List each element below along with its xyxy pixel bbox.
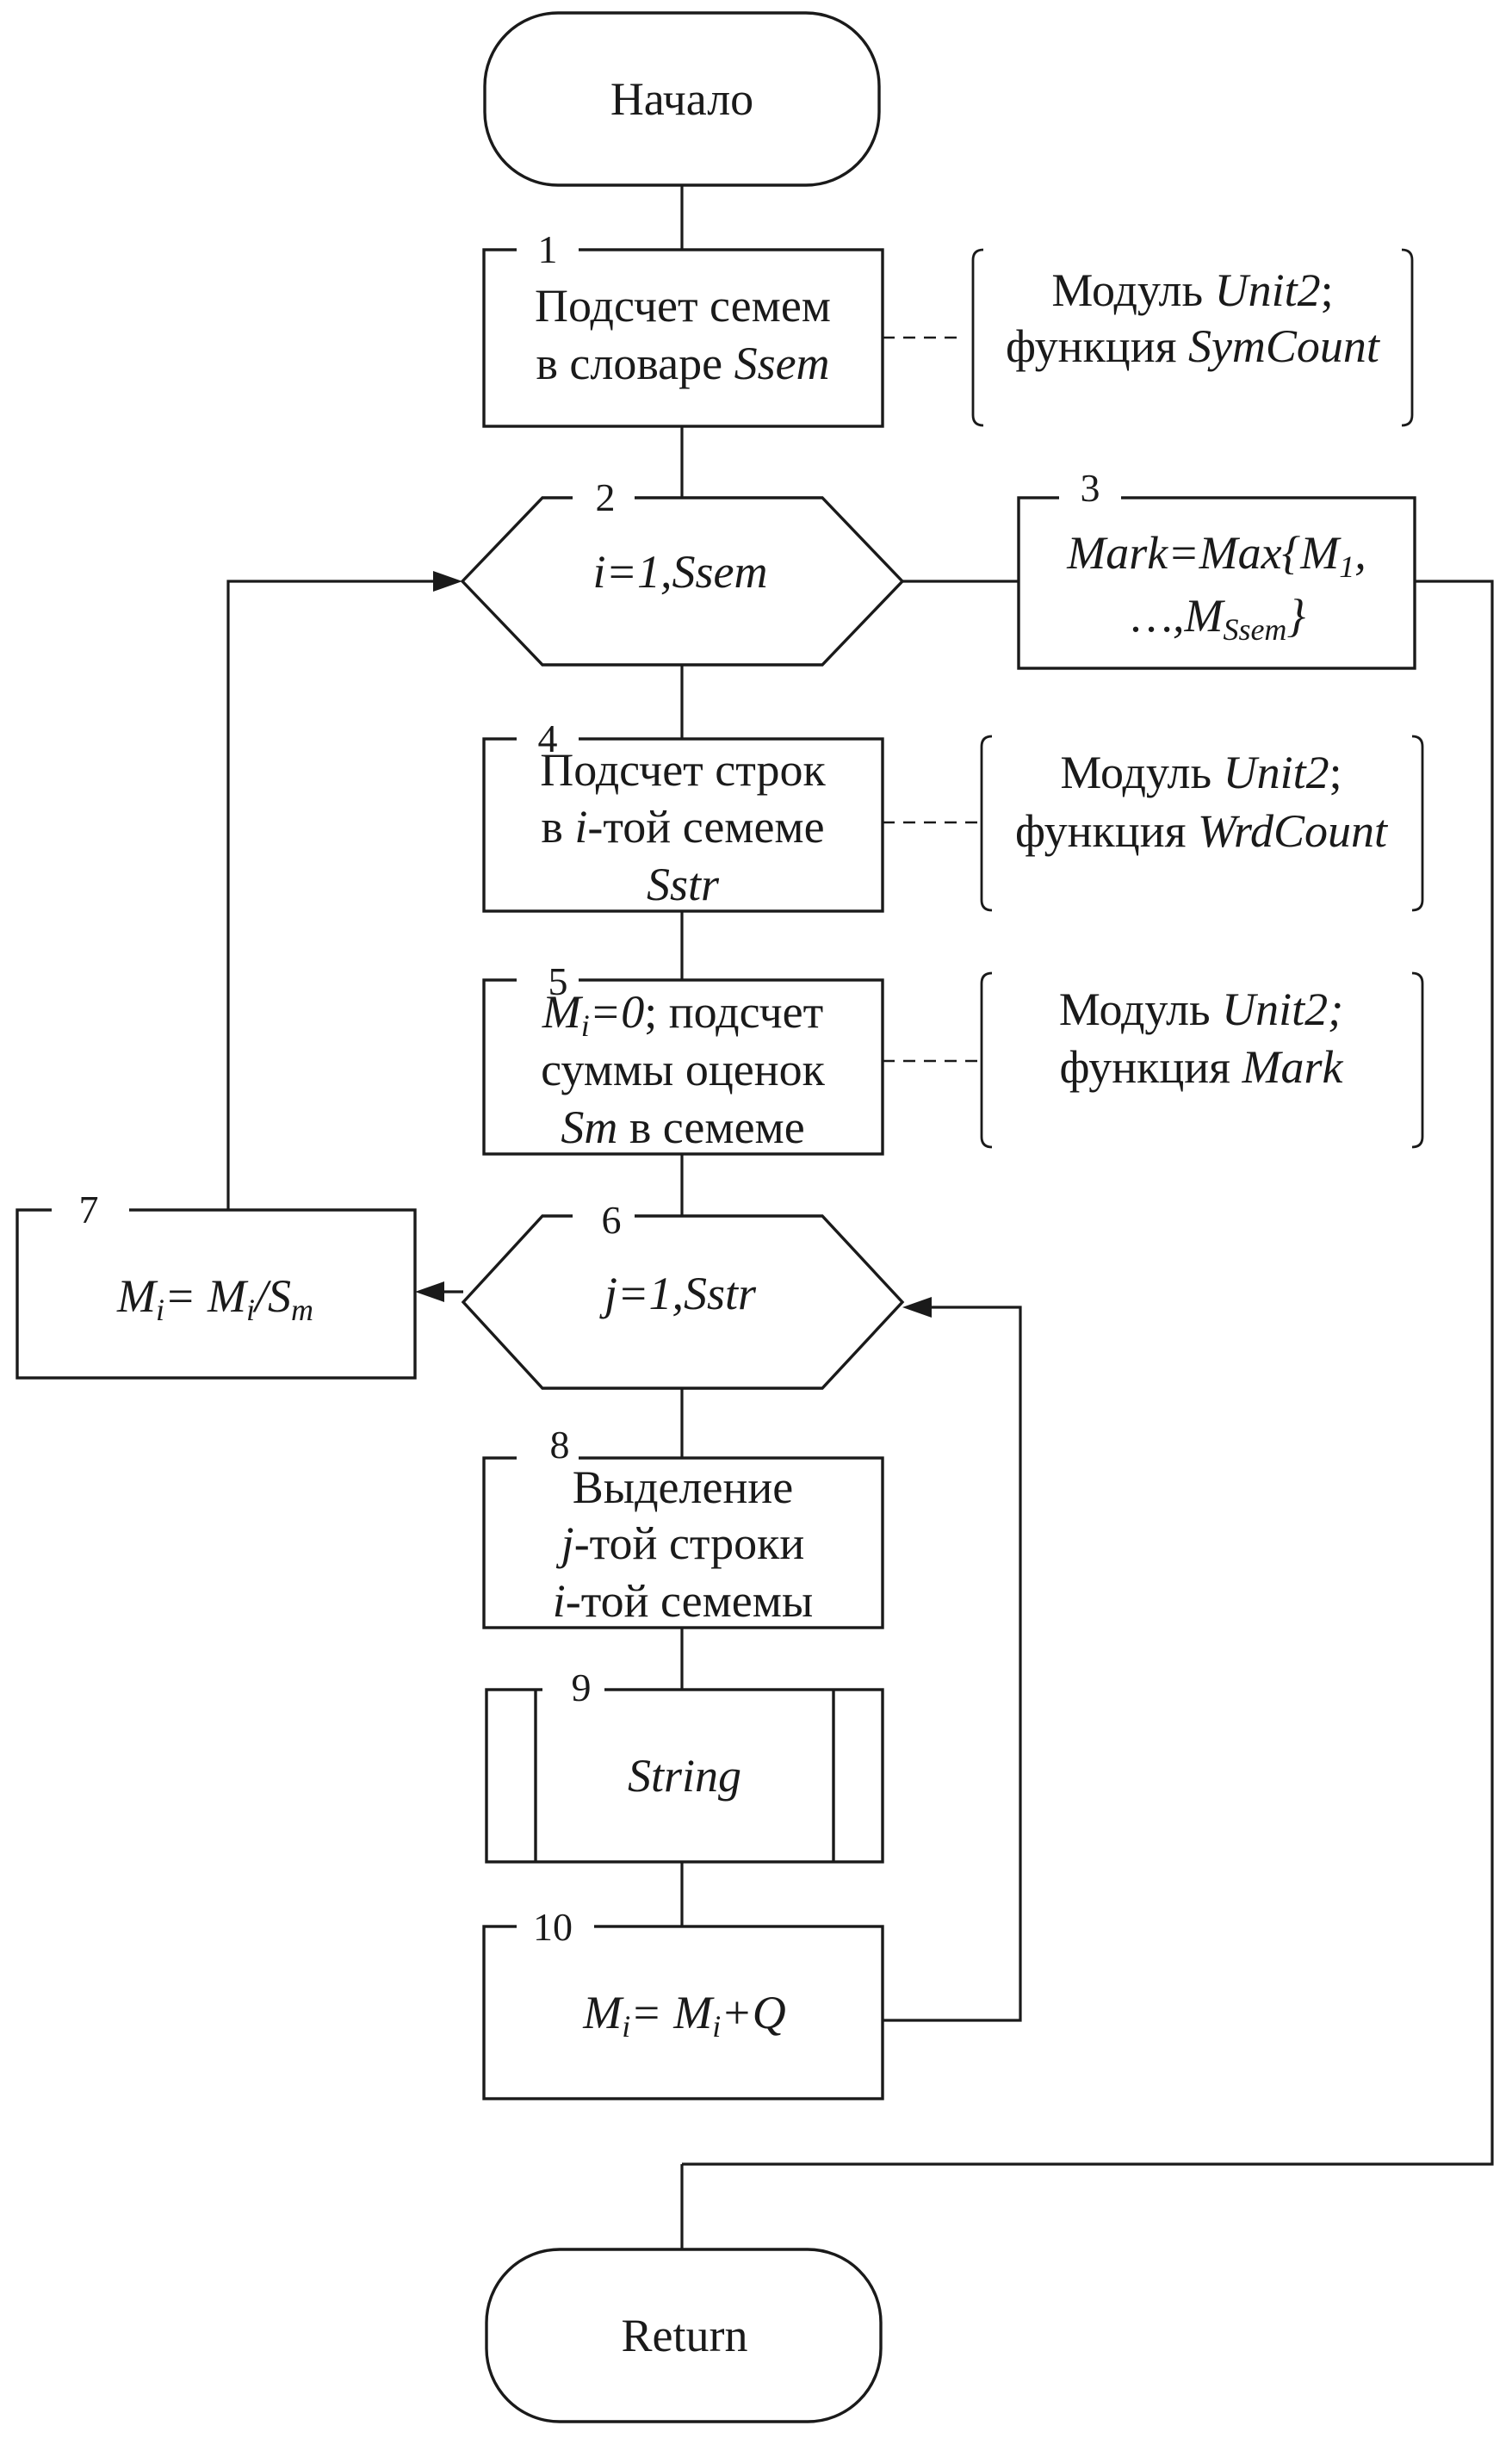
- block-numbers: 1 2 3 4 5 6 7 8 9 10: [79, 227, 1100, 1949]
- num-4: 4: [538, 717, 558, 760]
- num-2: 2: [596, 475, 616, 519]
- num-1: 1: [538, 227, 558, 271]
- num-3: 3: [1081, 466, 1100, 510]
- block-3: [1017, 496, 1416, 670]
- block-4-line-3: Sstr: [647, 859, 720, 910]
- return-terminal: [485, 2248, 883, 2423]
- start-terminal: [483, 11, 881, 187]
- block-3-line-1: Mark=Max{M1,: [1066, 527, 1366, 584]
- block-5-line-3: Sm в семеме: [561, 1101, 804, 1153]
- comment-4-line-1: Модуль Unit2;: [1060, 747, 1342, 798]
- num-6: 6: [602, 1198, 622, 1242]
- comment-5-line-1: Модуль Unit2;: [1059, 983, 1343, 1035]
- arrowhead-into-2: [433, 571, 462, 592]
- return-label: Return: [622, 2310, 748, 2361]
- block-7: [15, 1208, 417, 1380]
- block-4: [482, 737, 884, 913]
- start-label: Начало: [610, 73, 753, 125]
- comment-5-line-2: функция Mark: [1060, 1041, 1344, 1093]
- num-10: 10: [533, 1905, 573, 1949]
- block-5: [482, 978, 884, 1156]
- block-1: [482, 248, 884, 428]
- num-7: 7: [79, 1188, 99, 1231]
- loop-2-label: i=1,Ssem: [593, 546, 768, 598]
- num-9: 9: [572, 1666, 592, 1709]
- num-8: 8: [550, 1423, 570, 1467]
- loop-block-6: [461, 1214, 905, 1390]
- connector-3-to-return: [682, 580, 1494, 2166]
- block-8-line-2: j-той строки: [556, 1517, 805, 1569]
- arrowhead-into-6: [902, 1297, 932, 1318]
- block-1-line-1: Подсчет семем: [535, 280, 831, 332]
- comment-1-line-1: Модуль Unit2;: [1051, 264, 1333, 316]
- block-9: [485, 1688, 884, 1864]
- block-9-label: String: [628, 1750, 741, 1802]
- block-1-line-2: в словаре Ssem: [536, 338, 829, 389]
- comment-symbol-4: [980, 735, 1424, 912]
- num-5: 5: [548, 959, 568, 1003]
- comment-symbol-1: [971, 248, 1414, 427]
- block-10-formula: Mi= Mi+Q: [582, 1987, 785, 2044]
- block-5-line-2: суммы оценок: [541, 1044, 825, 1095]
- arrowhead-into-7: [415, 1281, 444, 1302]
- block-7-formula: Mi= Mi/Sm: [116, 1270, 313, 1327]
- comment-4-line-2: функция WrdCount: [1015, 805, 1389, 857]
- block-4-line-1: Подсчет строк: [540, 744, 826, 796]
- comment-symbol-5: [980, 971, 1424, 1149]
- connector-7-to-2-loop: [226, 580, 448, 1210]
- block-5-line-1: Mi=0; подсчет: [542, 986, 823, 1043]
- comment-1-line-2: функция SymCount: [1006, 320, 1381, 372]
- loop-block-2: [460, 496, 905, 667]
- block-3-line-2: …,MSsem}: [1131, 590, 1306, 647]
- block-8-line-1: Выделение: [573, 1461, 793, 1513]
- connectors: [226, 185, 1494, 2249]
- block-10: [482, 1925, 884, 2100]
- block-4-line-2: в i-той семеме: [541, 801, 824, 853]
- block-8-line-3: i-той семемы: [553, 1575, 813, 1627]
- loop-6-label: j=1,Sstr: [599, 1268, 757, 1319]
- block-8: [482, 1456, 884, 1629]
- connector-10-to-6-loop: [883, 1306, 1022, 2022]
